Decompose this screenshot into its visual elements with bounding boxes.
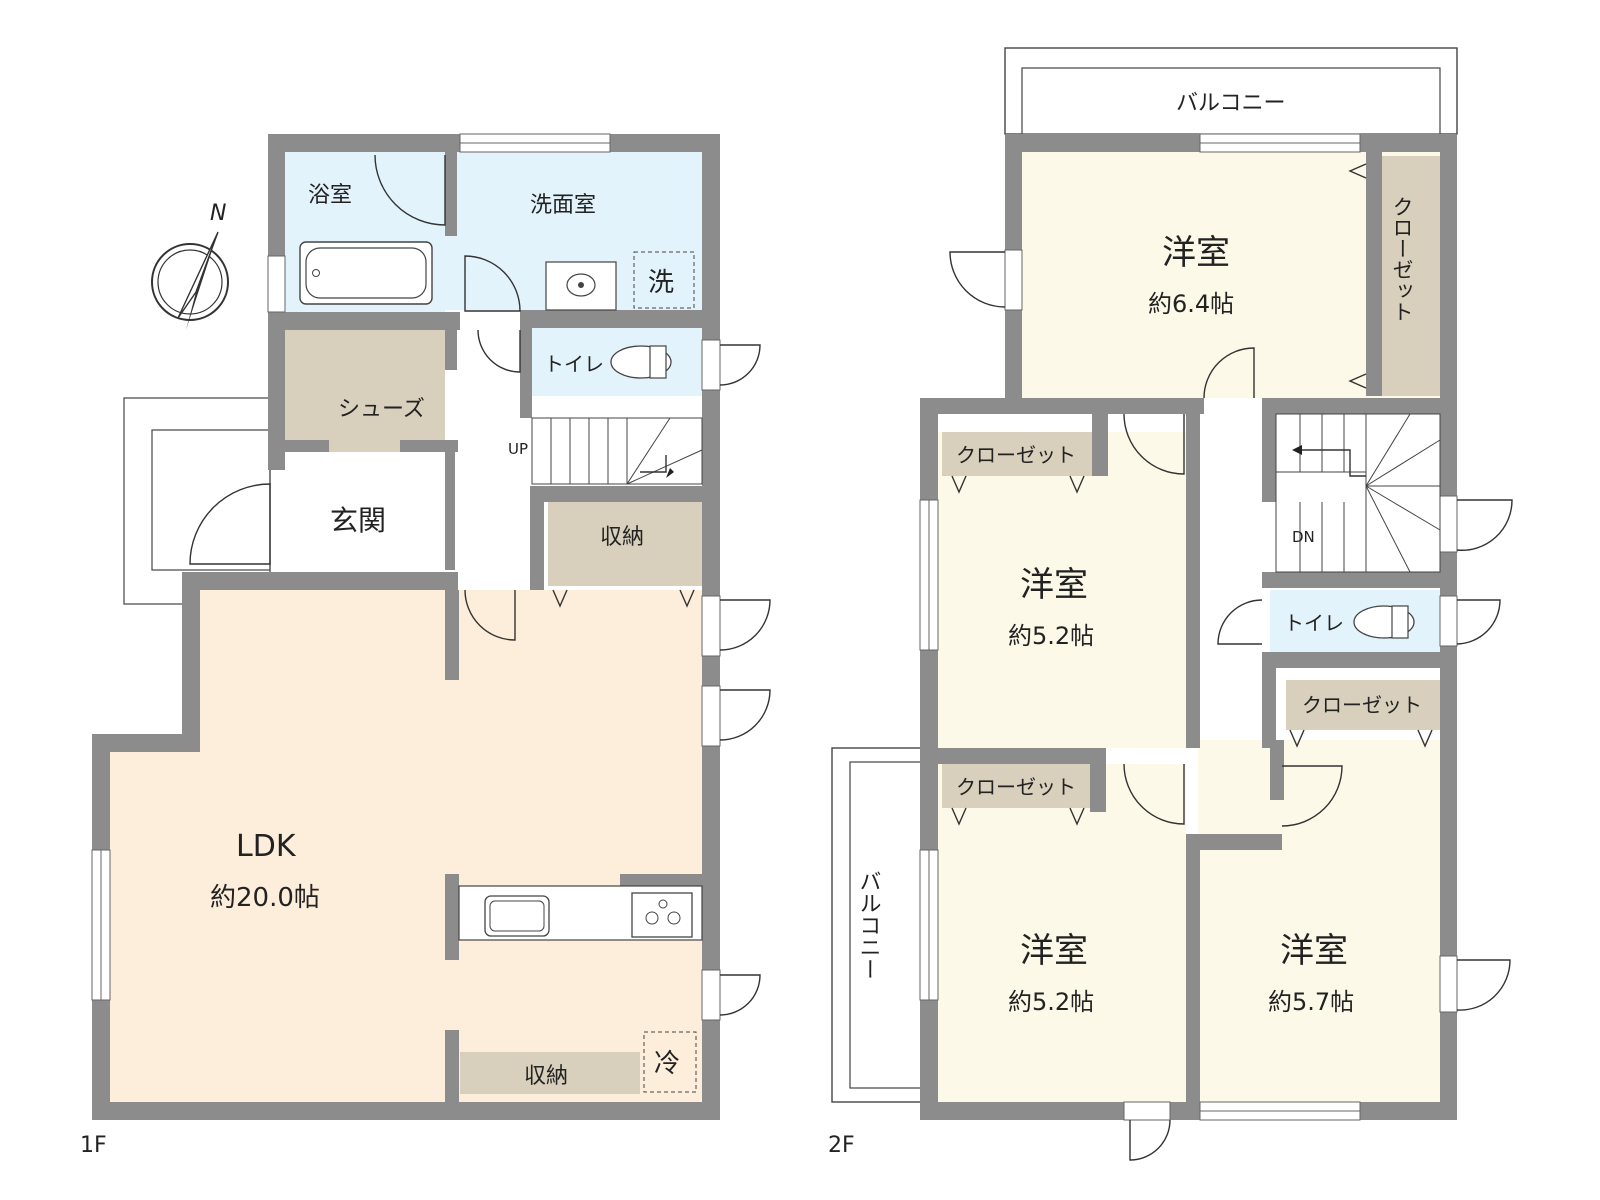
window-room4-right <box>1439 955 1458 1013</box>
ldk-floor <box>110 590 702 1102</box>
bathtub-inner <box>305 247 427 299</box>
window-swing-ldk2 <box>719 689 771 741</box>
window-stairs-2f <box>1439 495 1458 553</box>
room2-closet-floor <box>942 432 1092 476</box>
sink-icon <box>566 273 596 297</box>
bathtub <box>299 241 433 305</box>
window-swing-stairs <box>1456 499 1513 551</box>
window-kitchen <box>701 969 721 1021</box>
label-ldk-size: 約20.0帖 <box>210 883 320 913</box>
door-room1 <box>1203 347 1255 399</box>
window-bath <box>267 255 286 313</box>
storage-upper-floor <box>548 502 702 586</box>
label-storage-upper: 収納 <box>600 525 644 550</box>
label-room1-name: 洋室 <box>1162 233 1230 273</box>
label-room3-size: 約5.2帖 <box>1008 988 1094 1016</box>
door-entrance <box>189 483 271 565</box>
stairs-2f-arrow <box>1300 449 1366 477</box>
label-room2-name: 洋室 <box>1020 565 1088 605</box>
door-ldk <box>464 589 516 641</box>
ldk-floor-extra <box>445 590 702 686</box>
window-toilet-1f <box>701 339 721 391</box>
label-stairs-up: UP <box>508 440 528 458</box>
label-room1-closet: クローゼット <box>1390 196 1414 322</box>
window-room3-bottom <box>1123 1101 1171 1121</box>
label-compass: N <box>210 201 226 226</box>
label-balcony-top: バルコニー <box>1176 91 1286 116</box>
label-room4-name: 洋室 <box>1280 931 1348 971</box>
washer-space <box>633 251 695 309</box>
label-fridge: 冷 <box>654 1049 680 1079</box>
label-washer: 洗 <box>648 268 674 298</box>
door-room3 <box>1123 763 1185 825</box>
door-toilet-1f <box>477 329 521 373</box>
window-swing-toilet-2f <box>1456 599 1501 645</box>
bathtub-drain <box>312 269 320 277</box>
shoes-closet-floor <box>285 330 445 452</box>
floor-1f: 浴室 洗面室 洗 トイレ シューズ 玄関 UP 収納 LDK 約20.0帖 収納… <box>80 133 771 1158</box>
label-room3-name: 洋室 <box>1020 931 1088 971</box>
label-stairs-dn: DN <box>1292 528 1315 546</box>
window-toilet-2f <box>1439 595 1458 647</box>
room3-closet-floor <box>942 764 1092 808</box>
closet-doormarks-2f <box>951 163 1433 826</box>
label-washroom: 洗面室 <box>530 193 596 218</box>
room4-floor <box>1198 740 1440 1102</box>
label-bath: 浴室 <box>308 183 352 208</box>
kitchen-sink-icon <box>484 895 550 937</box>
label-room1-size: 約6.4帖 <box>1148 290 1234 318</box>
compass-icon <box>151 231 229 330</box>
window-swing-room3 <box>1129 1119 1171 1161</box>
label-room4-size: 約5.7帖 <box>1268 988 1354 1016</box>
window-room1-left <box>1004 249 1023 311</box>
label-toilet-1f: トイレ <box>544 352 604 376</box>
room4-closet-floor <box>1286 680 1440 730</box>
label-floor-2f: 2F <box>828 1133 855 1158</box>
window-swing-ldk1 <box>719 599 771 651</box>
stove-icon <box>631 892 693 938</box>
label-room2-closet: クローゼット <box>956 443 1076 467</box>
label-room2-size: 約5.2帖 <box>1008 622 1094 650</box>
kitchen-storage-floor <box>460 1052 640 1094</box>
room1-closet-floor <box>1382 156 1440 396</box>
stairs-2f <box>1275 413 1441 573</box>
door-washroom <box>464 255 521 312</box>
label-room3-closet: クローゼット <box>956 775 1076 799</box>
label-shoes: シューズ <box>338 397 425 422</box>
floor-2f: バルコニー バルコニー 洋室 約6.4帖 クローゼット クローゼット 洋室 約5… <box>828 47 1513 1161</box>
stairs-2f-treads <box>1276 413 1441 573</box>
storage-doormarks-1f <box>552 589 695 608</box>
label-storage-kitchen: 収納 <box>524 1064 568 1089</box>
label-room4-closet: クローゼット <box>1302 693 1422 717</box>
window-ldk-right-2 <box>701 685 721 747</box>
window-swing-room1 <box>949 251 1006 308</box>
room2-floor <box>938 432 1186 748</box>
window-swing-room4 <box>1456 959 1511 1011</box>
window-swing-kitchen <box>719 974 761 1016</box>
label-floor-1f: 1F <box>80 1133 107 1158</box>
label-toilet-2f: トイレ <box>1284 611 1344 635</box>
stairs-1f-arrow <box>640 455 667 473</box>
door-room4 <box>1281 765 1343 827</box>
room3-floor <box>938 764 1186 1102</box>
door-room2 <box>1123 413 1185 475</box>
stairs-1f <box>531 417 703 485</box>
window-ldk-right-1 <box>701 595 721 657</box>
label-ldk-name: LDK <box>236 829 297 864</box>
label-balcony-left: バルコニー <box>856 870 881 980</box>
door-bath <box>374 154 446 226</box>
window-swing-toilet <box>719 344 761 386</box>
door-toilet-2f <box>1217 599 1263 645</box>
label-entrance: 玄関 <box>330 504 386 537</box>
stairs-1f-treads <box>550 417 703 485</box>
porch-step <box>151 429 271 571</box>
